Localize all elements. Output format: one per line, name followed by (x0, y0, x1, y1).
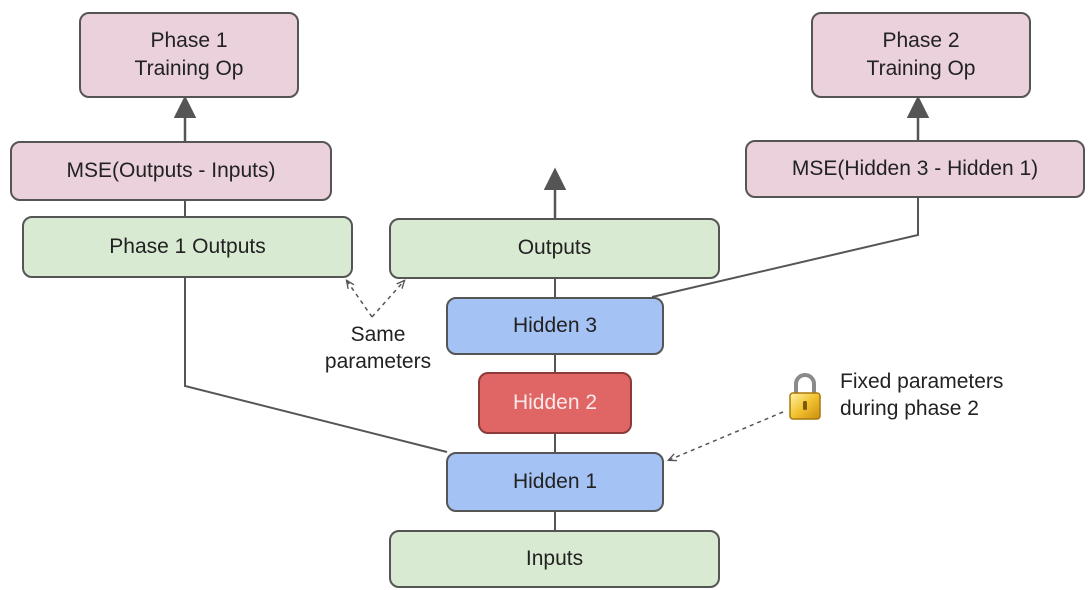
hidden1-label: Hidden 1 (512, 469, 598, 493)
inputs-label: Inputs (525, 546, 584, 570)
mse1-label: MSE(Outputs - Inputs) (66, 158, 276, 182)
fixed-parameters-note: Fixed parameters during phase 2 (840, 368, 1003, 423)
fixed-parameters-line2: during phase 2 (840, 397, 979, 421)
phase1-training-op-line2: Training Op (134, 57, 244, 80)
same-params-arrow-right (371, 281, 404, 318)
fixed-parameters-line1: Fixed parameters (840, 370, 1004, 393)
phase1-outputs-node: Phase 1 Outputs (22, 216, 353, 278)
mse2-label: MSE(Hidden 3 - Hidden 1) (791, 156, 1039, 180)
mse1-node: MSE(Outputs - Inputs) (10, 141, 332, 201)
outputs-label: Outputs (517, 236, 592, 260)
same-params-arrow-left (347, 281, 373, 318)
phase2-training-op-line2: Training Op (866, 57, 976, 80)
phase2-training-op-node: Phase 2 Training Op (811, 12, 1031, 98)
phase1-training-op-line1: Phase 1 (150, 28, 228, 52)
edge-hidden1-phase1-outputs (184, 278, 448, 453)
edge-hidden3-mse2 (651, 198, 919, 298)
hidden3-label: Hidden 3 (512, 313, 598, 337)
same-parameters-line2: parameters (324, 350, 432, 374)
fixed-params-arrow (669, 411, 784, 460)
hidden3-node: Hidden 3 (446, 297, 664, 355)
phase1-outputs-label: Phase 1 Outputs (109, 234, 266, 258)
mse2-node: MSE(Hidden 3 - Hidden 1) (745, 140, 1085, 198)
lock-icon (789, 373, 821, 420)
hidden1-node: Hidden 1 (446, 452, 664, 512)
same-parameters-note: Same parameters (318, 321, 438, 376)
hidden2-label: Hidden 2 (512, 390, 598, 414)
same-parameters-line1: Same (350, 323, 406, 346)
phase2-training-op-line1: Phase 2 (882, 28, 960, 52)
phase1-training-op-node: Phase 1 Training Op (79, 12, 299, 98)
inputs-node: Inputs (389, 530, 720, 588)
outputs-node: Outputs (389, 218, 720, 279)
hidden2-node: Hidden 2 (478, 372, 632, 434)
